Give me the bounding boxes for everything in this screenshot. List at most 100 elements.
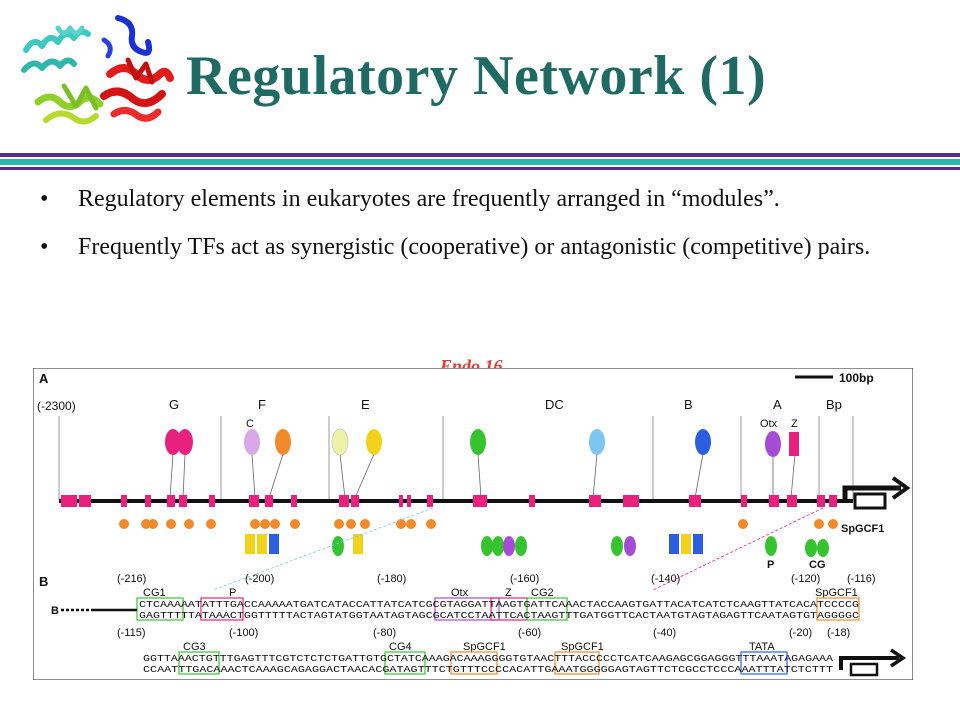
gene-box [853,492,887,510]
factor-g-oval-2 [177,429,193,455]
row2-sequence-bottom: CCAATTTGACAAACTCAAAGCAGAGGACTAACACGATAGT… [143,665,834,675]
row1-coord-2: (-200) [245,573,274,585]
row2-coord-4: (-60) [518,627,541,639]
site-label-spgcf1-row1: SpGCF1 [815,587,858,599]
zoom-line-right [652,507,824,591]
factor-g-oval-1 [165,429,181,455]
row1-coord-6: (-120) [791,573,820,585]
zoom-line-left [212,507,434,591]
lower-purple-2 [624,536,636,556]
site-label-cg1: CG1 [143,587,166,599]
row1-coord-1: (-216) [117,573,146,585]
row1-coord-5: (-140) [651,573,680,585]
lower-yellow-1 [245,534,255,554]
factor-otx-oval [765,431,781,457]
factor-dc-oval-1 [470,429,486,455]
lower-yellow-3 [353,534,363,554]
row2-coord-3: (-80) [373,627,396,639]
site-label-cg2: CG2 [531,587,554,599]
row2-coord-7: (-18) [827,627,850,639]
lower-blue-3 [693,534,703,554]
row1-sequence-top: CTCAAAAATATTTGACCAAAAATGATCATACCATTATCAT… [139,600,859,610]
lower-green-1 [332,536,344,556]
binding-sites [61,495,837,507]
site-label-cg3: CG3 [183,641,206,653]
title-rule-teal [0,159,960,165]
factor-z-rect [789,432,799,456]
module-label-bp: Bp [826,397,842,412]
factor-f-oval [275,429,291,455]
lower-green-p [765,536,777,556]
factor-label-c: C [246,418,254,430]
row2-sequence-top: GGTTAAACTGTTTGAGTTTCGTCTCTCTGATTGTGCTATC… [143,654,834,664]
factor-label-otx: Otx [760,418,778,430]
factor-b-oval [695,429,711,455]
factor-dc-oval-2 [589,429,605,455]
factor-c-oval [244,429,260,455]
bullet-text: Frequently TFs act as synergistic (coope… [78,234,871,260]
site-label-spgcf1-a: SpGCF1 [463,641,506,653]
factor-stalks [169,453,796,499]
panel-a-coordinate: (-2300) [37,399,76,413]
row2-coord-2: (-100) [229,627,258,639]
lower-green-cg-2 [817,539,829,557]
lower-green-3 [492,536,504,556]
panel-b-label: B [39,574,48,589]
orange-factors [119,519,838,529]
transcription-start-arrow [842,485,901,501]
lower-yellow-2 [257,534,267,554]
bullet-list: • Regulatory elements in eukaryotes are … [40,182,920,274]
lower-green-4 [515,536,527,556]
bullet-item: • Frequently TFs act as synergistic (coo… [40,230,920,264]
factor-label-cg: CG [809,559,826,571]
lower-blue-1 [269,534,279,554]
row1-prefix: B [51,605,59,617]
module-label-dc: DC [545,397,564,412]
row2-site-boxes [178,651,788,675]
lower-yellow-4 [681,534,691,554]
row1-coord-3: (-180) [377,573,406,585]
lower-blue-2 [669,534,679,554]
bullet-dot: • [40,186,49,212]
row1-coord-7: (-116) [847,573,876,585]
factor-label-p: P [767,559,774,571]
module-label-f: F [258,397,266,412]
row2-coord-1: (-115) [117,627,146,639]
bullet-item: • Regulatory elements in eukaryotes are … [40,182,920,216]
factor-label-z: Z [791,418,798,430]
panel-a-label: A [39,371,49,386]
row2-start-arrow [839,656,899,670]
row1-coord-4: (-160) [510,573,539,585]
lower-green-5 [611,536,623,556]
lower-green-cg-1 [805,539,817,557]
site-label-otx: Otx [451,587,469,599]
site-label-spgcf1-b: SpGCF1 [561,641,604,653]
module-label-a: A [773,397,782,412]
slide-title: Regulatory Network (1) [186,45,767,107]
title-rule-purple-top [0,153,960,157]
spgcf1-label-a: SpGCF1 [841,523,884,535]
bullet-text: Regulatory elements in eukaryotes are fr… [78,186,780,212]
factor-e-oval-1 [331,428,349,456]
row2-coord-5: (-40) [653,627,676,639]
row1-site-boxes [136,597,860,621]
row2-coord-6: (-20) [789,627,812,639]
site-label-cg4: CG4 [389,641,412,653]
row2-arrowhead [890,648,907,668]
endo16-regulatory-diagram: A (-2300) 100bp G F E DC B A Bp C Otx Z [33,368,913,680]
site-label-tata: TATA [749,641,775,653]
lower-purple-1 [503,536,515,556]
module-label-e: E [361,397,370,412]
bullet-dot: • [40,234,49,260]
scale-bar-label: 100bp [839,371,874,385]
site-label-z: Z [505,587,512,599]
title-rule-purple-bottom [0,167,960,170]
module-boundaries [58,416,854,500]
arrowhead [891,476,911,500]
lower-green-2 [481,536,493,556]
diagram-frame [33,368,913,680]
protein-structure-logo [21,15,174,125]
row2-gene-box [849,662,879,677]
factor-e-oval-2 [366,429,382,455]
module-label-g: G [169,397,179,412]
